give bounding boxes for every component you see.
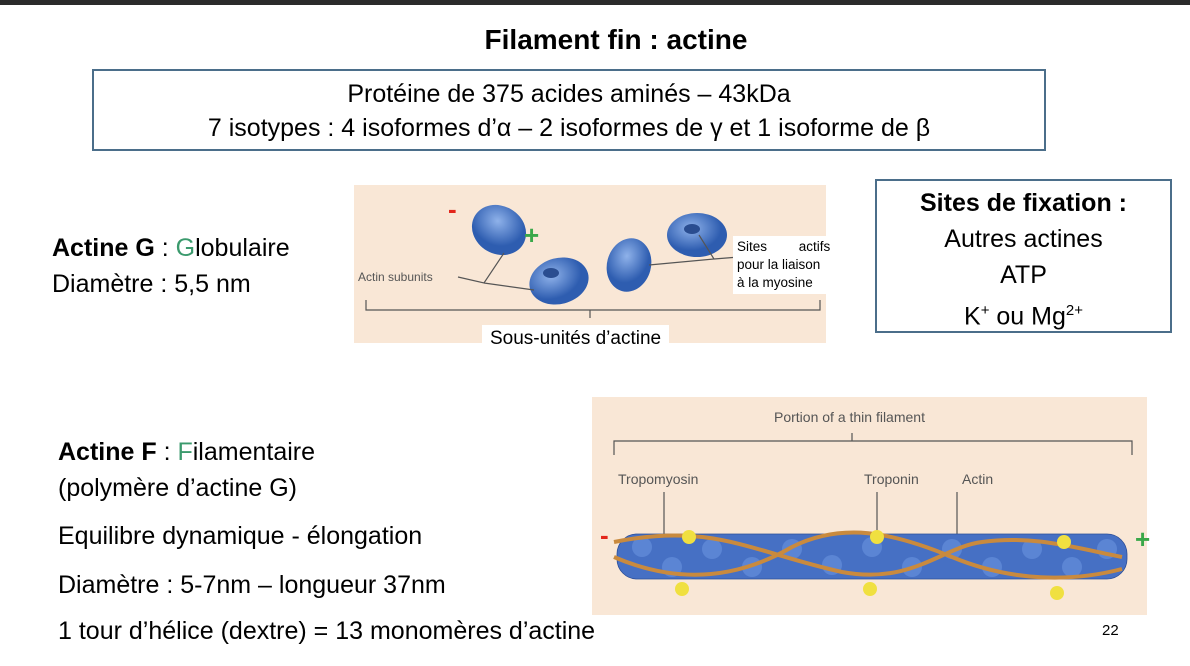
minus-end-sign: -: [448, 194, 457, 224]
binding-sites-title: Sites de fixation :: [920, 189, 1127, 217]
initial: F: [177, 438, 193, 466]
thin-filament-header: Portion of a thin filament: [774, 409, 925, 425]
sites-line-1: Sites actifs: [737, 239, 831, 254]
binding-site-item: ATP: [1000, 261, 1047, 289]
actin-subunits-illustration: [365, 204, 821, 318]
binding-sites-box: Sites de fixation : Autres actines ATP K…: [875, 179, 1172, 333]
figure-caption: Sous-unités d’actine: [482, 325, 670, 353]
actine-f-polymere: (polymère d’actine G): [58, 474, 297, 502]
plus-end-sign: +: [524, 220, 540, 250]
actin-label: Actin: [962, 471, 994, 487]
thin-filament-figure: Portion of a thin filament Tropomyosin T…: [592, 397, 1151, 615]
actine-f-heading: Actine F : Filamentaire: [58, 438, 315, 467]
mg-sup: 2+: [1065, 302, 1083, 319]
actine-g-diametre: Diamètre : 5,5 nm: [52, 270, 251, 298]
page-number: 22: [1102, 622, 1119, 639]
troponin-label: Troponin: [864, 471, 919, 487]
k: K: [964, 302, 981, 331]
info-box: Protéine de 375 acides aminés – 43kDa 7 …: [92, 69, 1046, 151]
sep: :: [154, 234, 176, 262]
sep: :: [156, 438, 178, 466]
sites-line-3: à la myosine: [737, 275, 813, 290]
binding-site-ions: K+ ou Mg2+: [877, 293, 1170, 334]
k-sup: +: [980, 302, 990, 319]
minus-end-sign: -: [600, 520, 609, 550]
actine-f-tour: 1 tour d’hélice (dextre) = 13 monomères …: [58, 617, 596, 645]
actine-f-bold: Actine F: [58, 438, 157, 466]
thin-filament-illustration: [613, 433, 1133, 600]
plus-end-sign: +: [1135, 524, 1151, 554]
binding-site-item: Autres actines: [944, 225, 1103, 253]
actin-g-figure: Actin subunits - + Sites actifs pour la …: [354, 185, 853, 353]
slide-title: Filament fin : actine: [484, 24, 748, 55]
top-bar: [0, 0, 1190, 5]
initial: G: [175, 234, 196, 262]
actine-g-bold: Actine G: [52, 234, 155, 262]
actin-subunits-label: Actin subunits: [358, 270, 433, 284]
tropomyosin-label: Tropomyosin: [618, 471, 699, 487]
active-sites-label: Sites actifs pour la liaison à la myosin…: [733, 236, 853, 294]
mg: ou Mg: [989, 302, 1066, 331]
rest: ilamentaire: [192, 438, 316, 466]
actine-g-heading: Actine G : Globulaire: [52, 234, 290, 263]
info-line-1: Protéine de 375 acides aminés – 43kDa: [347, 80, 791, 108]
actine-f-equilibre: Equilibre dynamique - élongation: [58, 522, 423, 550]
info-line-2: 7 isotypes : 4 isoformes d’α – 2 isoform…: [207, 114, 931, 142]
actine-f-diametre: Diamètre : 5-7nm – longueur 37nm: [58, 571, 446, 599]
rest: lobulaire: [195, 234, 290, 262]
sites-line-2: pour la liaison: [737, 257, 821, 272]
